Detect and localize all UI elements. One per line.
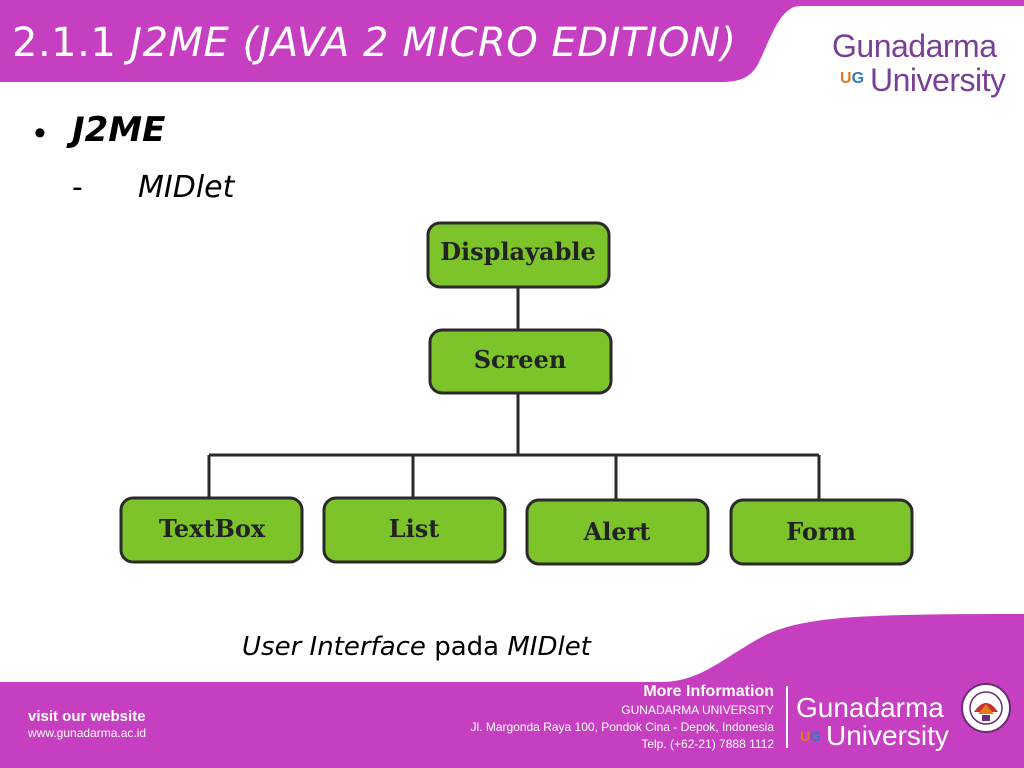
university-logo: Gunadarma UG University (826, 28, 1016, 98)
contact-info: More Information GUNADARMA UNIVERSITY Jl… (470, 682, 774, 753)
title-number: 2.1.1 (12, 20, 117, 66)
footer-university-logo: Gunadarma UG University (796, 692, 966, 754)
bullet-marker: • (34, 114, 46, 152)
info-phone: Telp. (+62-21) 7888 1112 (641, 737, 774, 751)
logo-line2: University (870, 62, 1006, 98)
node-screen: Screen (428, 328, 613, 395)
node-textbox-label: TextBox (159, 514, 266, 543)
caption-italic-1: User Interface (242, 632, 426, 662)
logo-line1: Gunadarma (832, 28, 997, 64)
diagram-connectors (207, 287, 821, 500)
sub-bullet-text: MIDlet (138, 170, 235, 205)
footer-logo-line1: Gunadarma (796, 692, 944, 723)
footer-divider (786, 686, 788, 748)
node-form-label: Form (786, 517, 856, 546)
node-displayable: Displayable (426, 221, 611, 289)
node-textbox: TextBox (119, 496, 304, 564)
node-list: List (322, 496, 507, 564)
node-form: Form (729, 498, 914, 566)
caption-italic-2: MIDlet (507, 632, 591, 662)
figure-caption: User Interface pada MIDlet (242, 632, 591, 662)
slide-title: 2.1.1 J2ME (JAVA 2 MICRO EDITION) (12, 20, 737, 66)
caption-plain: pada (434, 632, 500, 662)
sub-bullet-marker: - (72, 170, 83, 205)
footer-logo-line2: University (826, 720, 949, 751)
info-heading: More Information (643, 683, 774, 700)
university-seal-icon (961, 683, 1011, 733)
title-text: J2ME (JAVA 2 MICRO EDITION) (130, 20, 737, 66)
info-organization: GUNADARMA UNIVERSITY (621, 703, 774, 717)
node-alert-label: Alert (583, 517, 651, 546)
logo-ug-mark: UG (840, 70, 865, 87)
header-band (0, 0, 1024, 82)
website-url[interactable]: www.gunadarma.ac.id (28, 726, 147, 740)
footer-logo-ug-mark: UG (800, 728, 822, 744)
info-address: Jl. Margonda Raya 100, Pondok Cina - Dep… (470, 720, 774, 734)
node-alert: Alert (525, 498, 710, 566)
node-screen-label: Screen (474, 345, 567, 374)
node-list-label: List (389, 514, 440, 543)
bullet-text: J2ME (72, 110, 166, 150)
visit-website-heading: visit our website (28, 708, 146, 725)
node-displayable-label: Displayable (440, 237, 596, 266)
footer-band (0, 614, 1024, 768)
